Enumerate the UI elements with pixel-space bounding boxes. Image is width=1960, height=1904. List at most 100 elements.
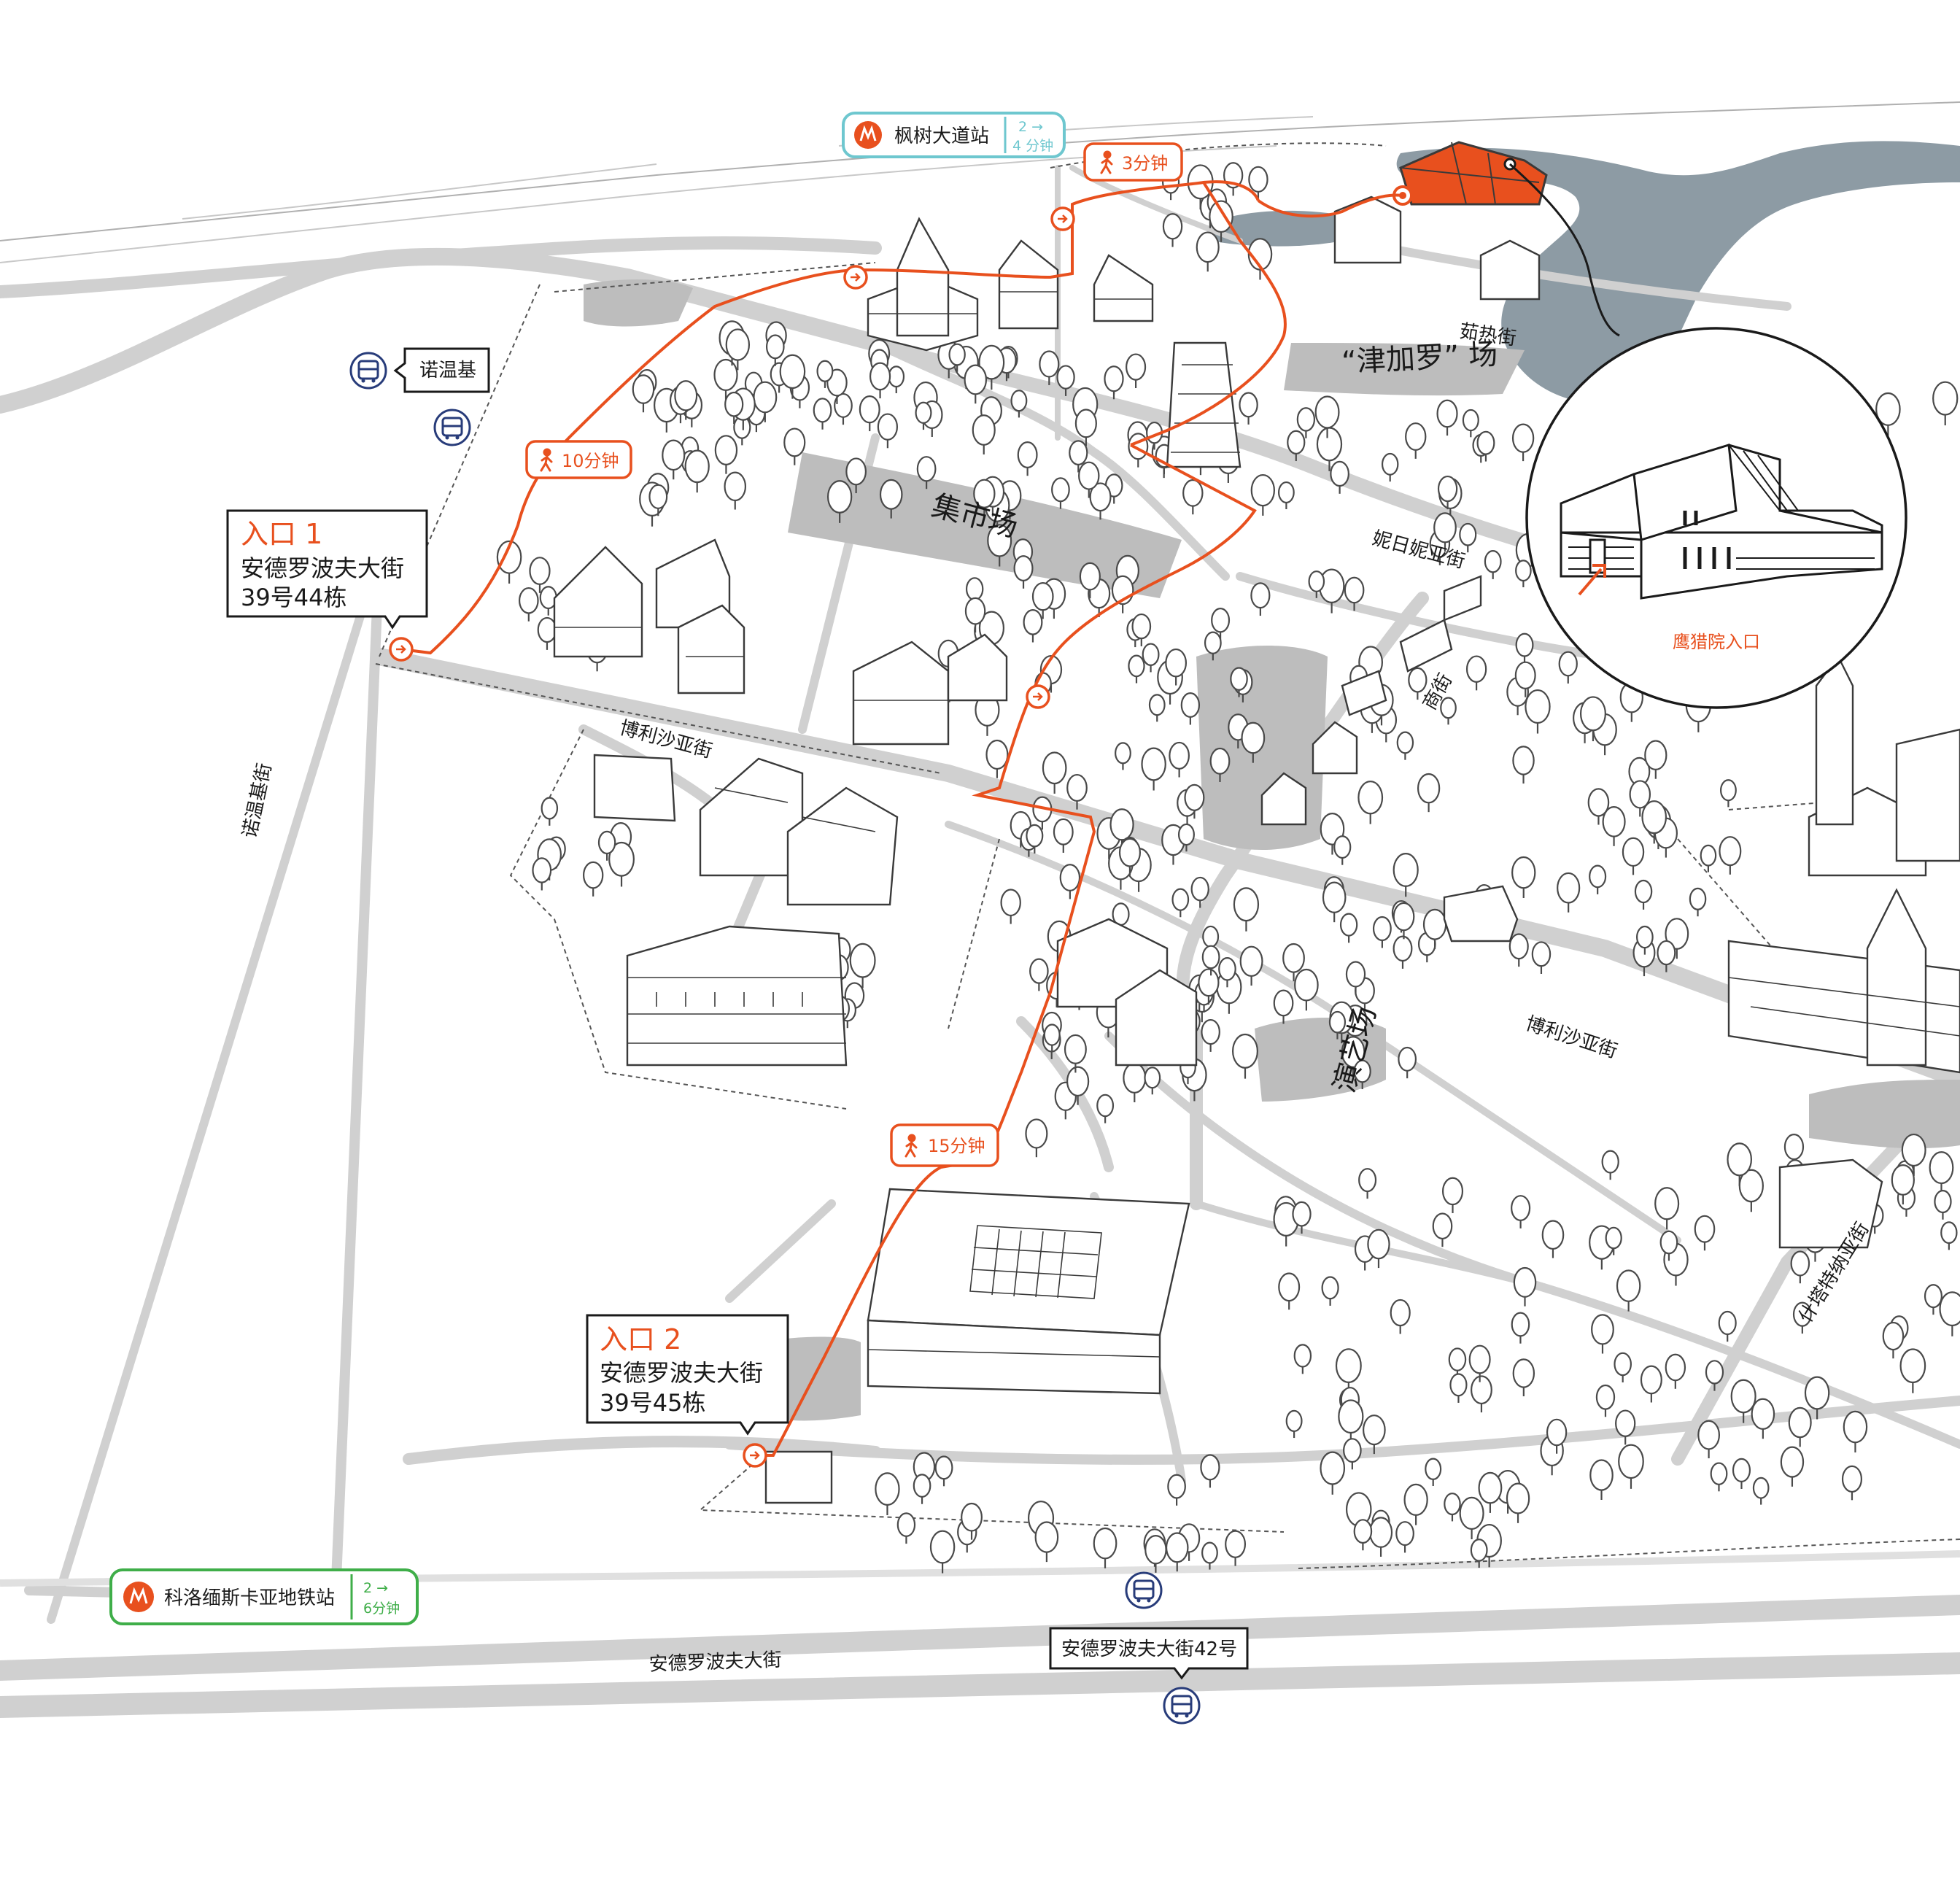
metro-station-top[interactable]: 枫树大道站 2 → 4 分钟	[842, 112, 1066, 158]
tree	[1089, 482, 1112, 520]
metro-top-line: 2 →	[1018, 119, 1043, 135]
tree	[888, 365, 905, 394]
entrance-2-address-line2: 39号45栋	[600, 1389, 705, 1417]
falconry-yard-building[interactable]	[1392, 141, 1548, 206]
tree	[1730, 1379, 1756, 1423]
tree	[1353, 1519, 1373, 1551]
tree	[1201, 1018, 1220, 1052]
tree	[1209, 200, 1233, 242]
bus-icon	[349, 352, 387, 390]
tree	[1513, 1266, 1537, 1307]
tree	[1233, 887, 1260, 932]
tree	[779, 354, 806, 399]
tree	[1508, 933, 1529, 967]
tree	[1320, 1451, 1346, 1495]
tree	[1392, 935, 1413, 969]
tree	[1665, 1353, 1686, 1389]
entrance-1-callout[interactable]: 入口 1 安德罗波夫大街 39号44栋	[226, 509, 428, 630]
tree	[1218, 957, 1236, 988]
tree	[1635, 925, 1654, 955]
tree	[1719, 779, 1737, 808]
tree	[1557, 872, 1581, 913]
tree	[1023, 608, 1043, 643]
tree	[1595, 1384, 1616, 1417]
tree	[1468, 1344, 1491, 1382]
entrance-2-callout[interactable]: 入口 2 安德罗波夫大街 39号45栋	[586, 1314, 789, 1436]
tree	[1514, 661, 1536, 697]
tree	[1248, 166, 1268, 200]
tree	[597, 830, 616, 861]
tree	[674, 380, 698, 420]
tree	[714, 435, 738, 474]
tree	[913, 1474, 931, 1504]
tree	[608, 841, 635, 887]
tree	[1470, 1375, 1492, 1413]
tree	[648, 484, 668, 516]
tree	[978, 344, 1005, 390]
tree	[1333, 835, 1352, 865]
metro-station-bottom[interactable]: 科洛缅斯卡亚地铁站 2 → 6分钟	[109, 1568, 419, 1625]
tree	[537, 616, 557, 650]
tree	[1201, 945, 1220, 976]
tree	[1230, 667, 1248, 697]
tree	[1390, 1299, 1411, 1334]
tree	[859, 395, 880, 432]
tree	[1190, 876, 1209, 908]
center-house	[852, 633, 1008, 746]
tree	[1141, 747, 1166, 791]
tree	[1345, 961, 1366, 995]
tree	[1372, 916, 1392, 948]
tree	[1026, 824, 1044, 854]
tree	[1330, 460, 1349, 494]
metro-bottom-name: 科洛缅斯卡亚地铁站	[164, 1587, 335, 1609]
tree	[1459, 1496, 1484, 1540]
tree	[1292, 1201, 1312, 1234]
tree	[1059, 864, 1081, 899]
tree	[1241, 721, 1266, 763]
tree	[1198, 968, 1220, 1005]
tree	[1932, 381, 1959, 426]
tree	[1273, 989, 1294, 1024]
tree	[1392, 902, 1415, 940]
house-ruzhe	[1479, 239, 1541, 301]
bus-stop-left[interactable]: 诺温基	[349, 347, 490, 446]
tree	[1515, 632, 1534, 664]
shed	[593, 754, 676, 822]
tree	[1659, 1230, 1678, 1261]
tree	[1541, 1220, 1565, 1258]
tree	[1239, 945, 1263, 986]
walking-person-icon	[540, 448, 553, 472]
tree	[1225, 1530, 1247, 1566]
tree	[1010, 390, 1028, 418]
tree	[1843, 1410, 1868, 1453]
walking-routes	[389, 180, 1403, 1468]
tree	[1444, 1493, 1461, 1522]
farm-houses	[553, 538, 745, 694]
tree	[1470, 1539, 1488, 1568]
jingaro-square-label: “津加罗” 场	[1341, 338, 1498, 379]
tree	[1644, 740, 1667, 779]
tree	[1392, 853, 1419, 897]
tree	[1448, 1347, 1467, 1378]
bus-stop-bottom[interactable]: 安德罗波夫大街42号	[1049, 1571, 1249, 1725]
tree	[896, 1512, 916, 1544]
tree	[1093, 1527, 1117, 1568]
tree	[1891, 1164, 1915, 1205]
tree	[1558, 651, 1578, 684]
tree	[1013, 555, 1034, 589]
walk-badge-15min: 15分钟	[890, 1123, 999, 1167]
modern-museum	[867, 1188, 1190, 1395]
tree	[724, 471, 747, 510]
tree	[1209, 747, 1231, 782]
tree	[1078, 461, 1100, 498]
tree	[1043, 1023, 1061, 1052]
tree	[1511, 423, 1535, 462]
tree	[1694, 1215, 1716, 1251]
tree	[1657, 940, 1676, 972]
tree	[1293, 1344, 1312, 1374]
tree	[1344, 576, 1365, 611]
tree	[1531, 941, 1552, 974]
street-nowenji: 诺温基街	[239, 761, 276, 840]
tree	[1441, 1177, 1464, 1213]
tree	[1104, 365, 1124, 400]
